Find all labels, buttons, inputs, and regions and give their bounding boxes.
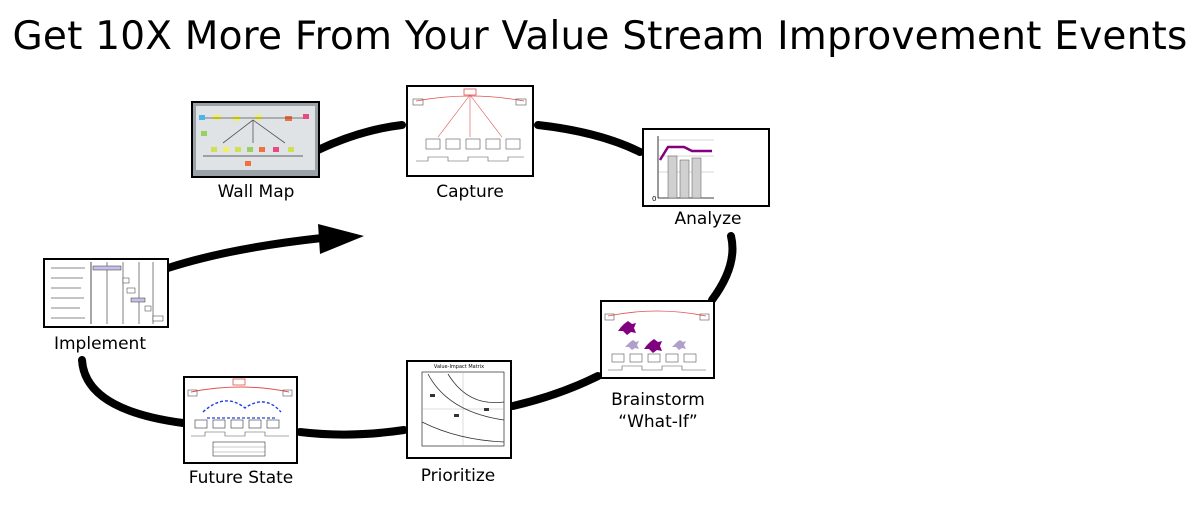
- cycle-arc-brainstorm-prioritize: [509, 372, 602, 410]
- implement-thumbnail: [43, 258, 169, 328]
- what-if-label: “What-If”: [618, 412, 698, 432]
- what-if-burst: [644, 339, 662, 353]
- what-if-burst: [618, 321, 636, 335]
- implement-label: Implement: [53, 334, 146, 354]
- analyze-trend-line: [658, 145, 712, 161]
- cycle-arc-futurestate-implement: [78, 356, 187, 427]
- cycle-arc-wallmap-capture: [314, 121, 406, 154]
- capture-thumbnail: [406, 85, 534, 177]
- what-if-burst: [672, 340, 686, 350]
- analyze-axis-zero: 0: [652, 195, 656, 203]
- cycle-arc-implement-arrow: [164, 234, 326, 272]
- brainstorm-label-line1: Brainstorm: [611, 390, 705, 410]
- capture-label: Capture: [436, 182, 504, 202]
- brainstorm-label: Brainstorm “What-If”: [593, 389, 723, 433]
- analyze-thumbnail: 0: [642, 128, 770, 207]
- future-kanban-loop: [202, 400, 282, 413]
- what-if-burst: [625, 340, 639, 350]
- analyze-label: Analyze: [674, 209, 742, 229]
- cycle-arc-capture-analyze: [534, 121, 644, 156]
- prioritize-chart-title: Value-Impact Matrix: [434, 364, 484, 370]
- cycle-arc-prioritize-futurestate: [296, 426, 408, 439]
- brainstorm-thumbnail: [600, 300, 715, 379]
- future-state-label: Future State: [188, 468, 294, 488]
- wall-map-label: Wall Map: [217, 182, 295, 202]
- cycle-arc-analyze-brainstorm: [708, 232, 737, 304]
- wall-map-thumbnail: [191, 101, 320, 178]
- cycle-arrowhead: [318, 224, 364, 254]
- prioritize-thumbnail: Value-Impact Matrix: [406, 360, 512, 459]
- page-title: Get 10X More From Your Value Stream Impr…: [12, 14, 1188, 59]
- prioritize-label: Prioritize: [420, 466, 496, 486]
- future-state-thumbnail: [183, 376, 298, 464]
